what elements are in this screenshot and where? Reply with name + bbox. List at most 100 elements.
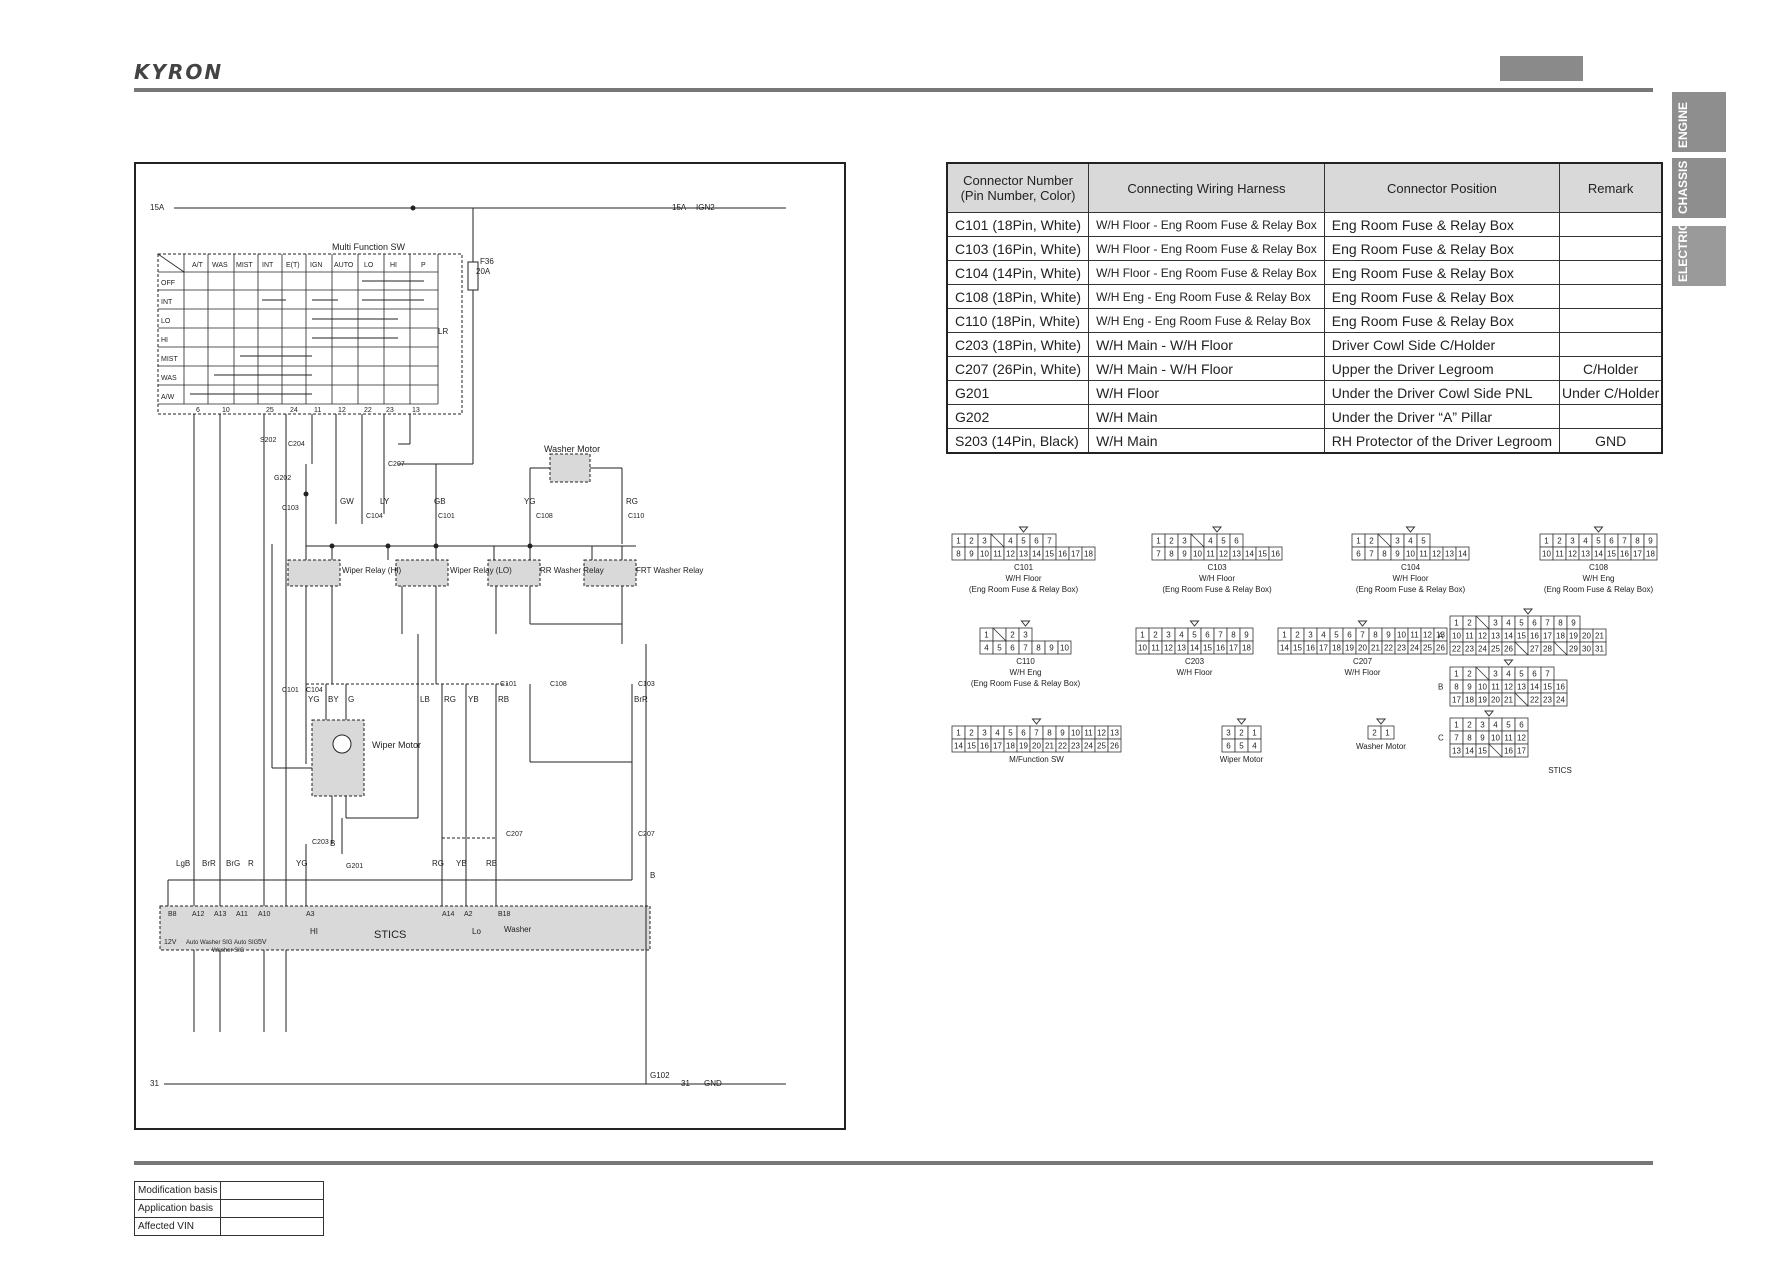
sw-pin-1: 10 <box>222 407 230 414</box>
wire-label-7: BY <box>328 695 339 704</box>
conn-0-pin-cell <box>1081 546 1096 561</box>
cell: W/H Floor - Eng Room Fuse & Relay Box <box>1088 212 1325 237</box>
table-row: C101 (18Pin, White)W/H Floor - Eng Room … <box>946 212 1663 237</box>
wire-label-3: GB <box>434 497 446 506</box>
stics-label: STICS <box>374 929 406 941</box>
conn-1-pin-number: 16 <box>1271 550 1280 559</box>
conn-3-pin-number: 10 <box>1542 550 1551 559</box>
conn-6-name: C207 <box>1353 657 1373 666</box>
fuse-amp-label: 20A <box>476 267 491 276</box>
conn-4-pin-cell <box>1057 640 1072 655</box>
conn-4-blank-pin <box>992 627 1007 642</box>
conn-10-A-blank-pin <box>1475 615 1490 630</box>
conn-2-key-icon <box>1405 526 1416 533</box>
conn-6-pin-number: 18 <box>1332 644 1341 653</box>
conn-3-pin-number: 3 <box>1570 537 1575 546</box>
sw-pin-4: 11 <box>314 407 321 414</box>
conn-5-pin-number: 2 <box>1153 631 1158 640</box>
conn-7-pin-number: 10 <box>1071 729 1080 738</box>
conn-4-pin-number: 7 <box>1023 644 1028 653</box>
conn-label-12: C203 <box>312 839 329 846</box>
conn-0-location: (Eng Room Fuse & Relay Box) <box>969 585 1079 594</box>
table-row: Modification basis <box>133 1181 325 1200</box>
conn-3-pin-number: 2 <box>1557 537 1562 546</box>
conn-10-C-pin-number: 7 <box>1454 734 1459 743</box>
cell: C203 (18Pin, White) <box>946 332 1090 357</box>
conn-5-pin-number: 12 <box>1164 644 1173 653</box>
conn-label-17: G201 <box>346 863 363 870</box>
cell: Eng Room Fuse & Relay Box <box>1323 236 1561 261</box>
table-row: C108 (18Pin, White)W/H Eng - Eng Room Fu… <box>946 284 1663 309</box>
conn-10-A-pin-number: 28 <box>1543 645 1552 654</box>
conn-10-B-pin-number: 22 <box>1530 696 1539 705</box>
wire-label-11: YB <box>468 695 479 704</box>
conn-label-7: C101 <box>282 687 299 694</box>
conn-7-pin-number: 12 <box>1097 729 1106 738</box>
conn-6-pin-number: 19 <box>1345 644 1354 653</box>
conn-5-pin-number: 1 <box>1140 631 1145 640</box>
conn-4-pin-number: 3 <box>1023 631 1028 640</box>
conn-6-pin-number: 5 <box>1334 631 1339 640</box>
conn-5-pin-number: 17 <box>1229 644 1238 653</box>
wire-label-0: LR <box>438 327 448 336</box>
table-row: C103 (16Pin, White)W/H Floor - Eng Room … <box>946 236 1663 261</box>
fuse-label: F36 <box>480 257 494 266</box>
conn-8-pin-number: 1 <box>1252 729 1257 738</box>
stics-pin-1: A12 <box>192 911 205 918</box>
cell: W/H Eng - Eng Room Fuse & Relay Box <box>1088 284 1325 309</box>
conn-2-pin-number: 14 <box>1458 550 1467 559</box>
tab-electric[interactable]: ELECTRIC <box>1672 222 1726 286</box>
conn-10-B-pin-number: 15 <box>1543 683 1552 692</box>
conn-9-pin-number: 1 <box>1385 729 1390 738</box>
cell: W/H Main - W/H Floor <box>1088 332 1325 357</box>
sw-pin-3: 24 <box>290 407 298 414</box>
sw-pin-0: 6 <box>196 407 200 414</box>
conn-2-name: C104 <box>1401 563 1421 572</box>
cell: W/H Eng - Eng Room Fuse & Relay Box <box>1088 308 1325 333</box>
tab-chassis[interactable]: CHASSIS <box>1672 158 1726 218</box>
change-notice-table: Modification basis Application basis Aff… <box>133 1181 325 1236</box>
conn-1-name: C103 <box>1207 563 1227 572</box>
conn-10-B-pin-number: 19 <box>1478 696 1487 705</box>
table-header-row: Connector Number (Pin Number, Color) Con… <box>946 162 1663 213</box>
conn-5-pin-number: 15 <box>1203 644 1212 653</box>
conn-10-B-pin-number: 2 <box>1467 670 1472 679</box>
col-harness: Connecting Wiring Harness <box>1088 162 1325 213</box>
conn-5-pin-number: 11 <box>1151 644 1160 653</box>
footer-value <box>220 1217 325 1236</box>
conn-1-pin-number: 9 <box>1182 550 1187 559</box>
footer-value <box>220 1199 325 1218</box>
conn-3-pin-number: 6 <box>1609 537 1614 546</box>
conn-6-pin-cell <box>1433 640 1448 655</box>
conn-10-A-pin-number: 23 <box>1465 645 1474 654</box>
conn-4-pin-number: 6 <box>1010 644 1015 653</box>
stics-pin-2: A13 <box>214 911 227 918</box>
sw-pin-8: 13 <box>412 407 420 414</box>
footer-label: Affected VIN <box>133 1217 222 1236</box>
conn-6-harness: W/H Floor <box>1345 668 1381 677</box>
cell: Upper the Driver Legroom <box>1323 356 1561 381</box>
conn-7-pin-number: 23 <box>1071 742 1080 751</box>
conn-label-14: C207 <box>638 831 655 838</box>
conn-10-B-pin-number: 1 <box>1454 670 1459 679</box>
conn-10-C-pin-number: 2 <box>1467 721 1472 730</box>
sw-row-0: OFF <box>161 280 175 287</box>
conn-5-pin-number: 5 <box>1192 631 1197 640</box>
conn-10-B-pin-number: 20 <box>1491 696 1500 705</box>
sw-col-9: P <box>421 262 426 269</box>
conn-6-pin-number: 3 <box>1308 631 1313 640</box>
conn-6-pin-number: 17 <box>1319 644 1328 653</box>
top-right-label: 15A <box>672 203 687 212</box>
conn-label-13: C207 <box>506 831 523 838</box>
conn-2-pin-number: 5 <box>1421 537 1426 546</box>
cell: Eng Room Fuse & Relay Box <box>1323 260 1561 285</box>
conn-10-B-pin-number: 9 <box>1467 683 1472 692</box>
conn-9-pin-number: 2 <box>1372 729 1377 738</box>
conn-3-pin-number: 7 <box>1622 537 1627 546</box>
tab-engine[interactable]: ENGINE <box>1672 92 1726 152</box>
conn-10-B-pin-number: 5 <box>1519 670 1524 679</box>
conn-6-pin-number: 1 <box>1282 631 1287 640</box>
stics-pin-8: B18 <box>498 911 511 918</box>
